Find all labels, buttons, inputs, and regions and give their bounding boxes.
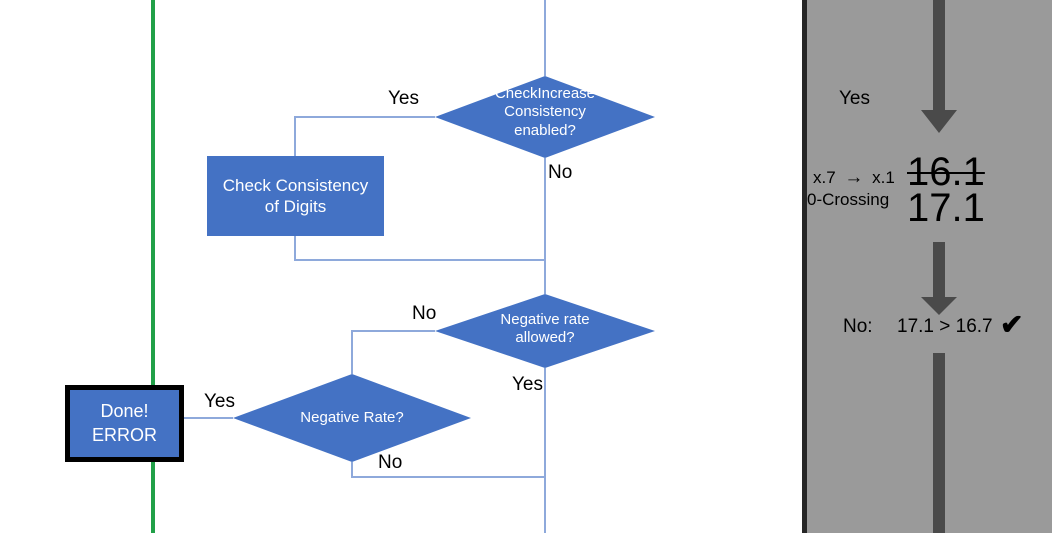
edge-label-yes-done-error: Yes: [204, 391, 235, 412]
annotation-panel: Yes x.7 → x.1 0-Crossing 16.1 17.1 No: 1…: [802, 0, 1052, 533]
label-done: Done!: [100, 401, 149, 422]
arrow-shaft-1: [933, 0, 945, 112]
edge-label-yes-negative-rate-allowed: Yes: [512, 374, 543, 395]
edge-label-yes-check-increase: Yes: [388, 88, 419, 109]
arrow-shaft-3: [933, 353, 945, 533]
panel-rounding-target: x.1: [872, 168, 895, 187]
connector-yes-to-check-digits: [294, 116, 435, 156]
label-check-consistency-of-digits: Check Consistency of Digits: [222, 175, 369, 216]
panel-yes-label: Yes: [839, 88, 870, 109]
diamond-negative-rate-allowed[interactable]: [435, 294, 655, 368]
connector-no-negative-rate-to-spine: [351, 462, 545, 478]
panel-rounding-source: x.7: [813, 168, 836, 187]
node-check-consistency-of-digits[interactable]: Check Consistency of Digits: [207, 156, 384, 236]
edge-label-no-negative-rate-allowed: No: [412, 303, 437, 324]
panel-arrows: [921, 0, 957, 533]
arrow-shaft-2: [933, 242, 945, 299]
panel-rounding-row: x.7 → x.1: [813, 167, 895, 189]
right-arrow-icon: →: [844, 167, 864, 188]
edge-label-no-negative-rate: No: [378, 452, 403, 473]
connector-no-to-negative-rate: [351, 330, 435, 374]
edge-label-no-check-increase: No: [548, 162, 573, 183]
panel-value-kept: 17.1: [907, 186, 985, 230]
arrow-head-1: [921, 110, 957, 133]
diamond-check-increase-consistency[interactable]: [435, 76, 655, 158]
label-error: ERROR: [91, 424, 157, 445]
panel-zero-crossing-label: 0-Crossing: [807, 190, 890, 209]
check-mark-icon: ✔: [1000, 309, 1024, 340]
panel-comparison: 17.1 > 16.7: [897, 316, 993, 337]
diamond-negative-rate[interactable]: [233, 374, 471, 462]
panel-no-label: No:: [843, 316, 873, 337]
arrow-head-2: [921, 297, 957, 315]
connector-check-digits-to-spine: [294, 236, 545, 261]
panel-value-discarded: 16.1: [907, 150, 985, 194]
node-done-error[interactable]: Done! ERROR: [65, 385, 184, 462]
